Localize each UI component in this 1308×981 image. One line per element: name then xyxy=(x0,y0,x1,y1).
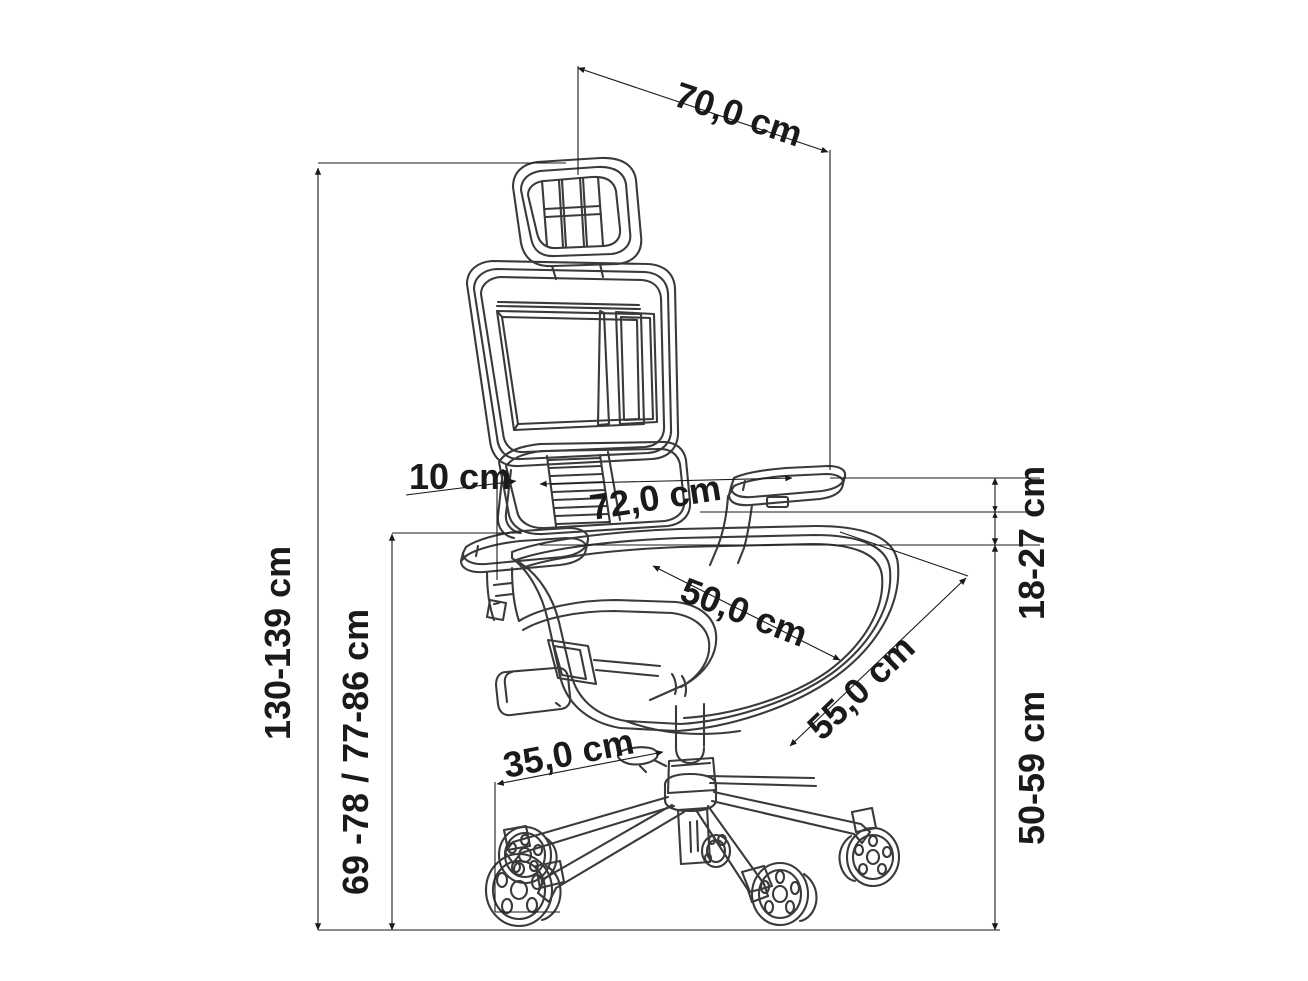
dim-label-seat-width: 50,0 cm xyxy=(675,569,813,655)
dim-label-total-height: 130-139 cm xyxy=(257,546,298,740)
dim-label-total-depth: 70,0 cm xyxy=(669,74,807,155)
armrest-right xyxy=(708,464,847,567)
dimension-lines xyxy=(314,66,1040,931)
dim-seat-depth xyxy=(789,531,969,747)
gas-lift-column xyxy=(616,702,718,795)
dim-armrest-height xyxy=(540,477,1040,546)
castor-front-center xyxy=(750,861,818,927)
castor-right xyxy=(838,826,901,888)
castor-rear-left xyxy=(497,825,558,885)
castor-wheels xyxy=(484,806,901,928)
backrest xyxy=(465,259,680,468)
dim-label-backrest-height: 69 -78 / 77-86 cm xyxy=(335,609,376,895)
dimension-labels: 70,0 cm 130-139 cm 69 -78 / 77-86 cm 10 … xyxy=(257,74,1052,895)
dim-label-lumbar-adjust: 10 cm xyxy=(409,456,511,497)
dim-label-overall-width: 72,0 cm xyxy=(587,467,724,528)
dim-label-armrest-height: 18-27 cm xyxy=(1011,466,1052,620)
dim-base-span xyxy=(494,750,664,913)
dim-backrest-height xyxy=(388,532,522,931)
dim-label-base-span: 35,0 cm xyxy=(500,720,638,785)
dim-label-seat-height: 50-59 cm xyxy=(1011,691,1052,845)
chair-illustration xyxy=(459,156,901,928)
armrest-left xyxy=(459,526,590,623)
seat-mechanism xyxy=(494,598,718,717)
dim-overall-width xyxy=(539,474,793,488)
dim-total-height xyxy=(314,162,1000,931)
dim-lumbar-adjust xyxy=(405,478,517,580)
dim-total-depth xyxy=(577,66,831,470)
